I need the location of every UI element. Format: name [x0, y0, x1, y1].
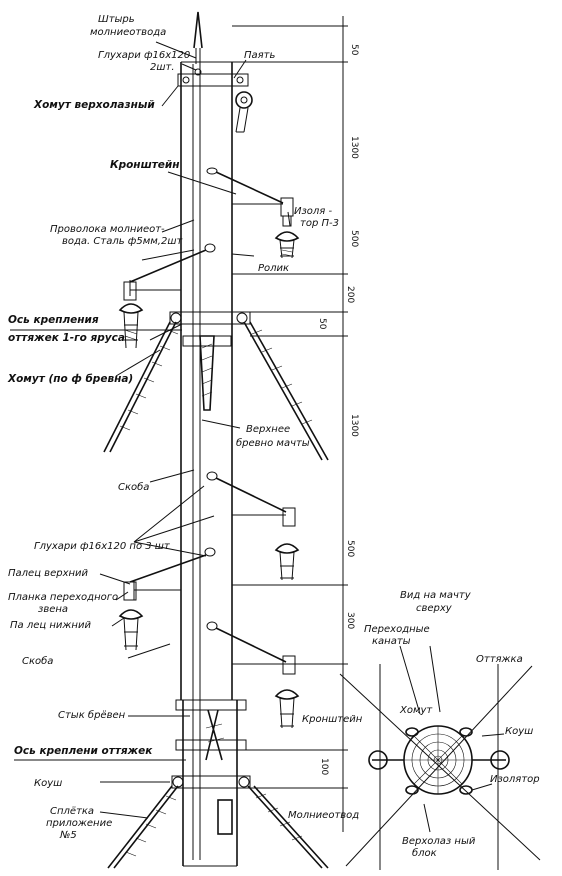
- dim-50-top: 50: [349, 44, 359, 56]
- label-wire-1: Проволока молниеот-: [50, 224, 165, 235]
- label-wire-2: вода. Сталь ф5мм,2шт: [62, 236, 184, 247]
- inset-ropes-1: Переходные: [364, 624, 430, 635]
- inset-top-block-1: Верхолаз ный: [402, 836, 476, 847]
- label-guy-axis-2: Ось креплени оттяжек: [14, 745, 153, 757]
- dim-200: 200: [345, 286, 355, 303]
- label-staple-2: Скоба: [22, 655, 53, 667]
- dimension-line: [232, 16, 348, 832]
- bracket-lower-right: [206, 621, 300, 729]
- label-roller: Ролик: [258, 263, 289, 274]
- label-bracket-2: Кронштейн: [302, 714, 363, 725]
- label-bracket: Кронштейн: [110, 159, 180, 171]
- dim-500-top: 500: [349, 230, 359, 247]
- label-upper-log-1: Верхнее: [246, 424, 290, 435]
- label-bolts-top-2: 2шт.: [150, 62, 175, 73]
- bracket-middle-left: [118, 547, 216, 651]
- label-lightning-rod: Штырь: [98, 14, 135, 25]
- label-staple-1: Скоба: [118, 481, 149, 493]
- dim-1300-mid: 1300: [349, 414, 359, 437]
- top-view-inset: Вид на мачту сверху Переходные канаты От…: [339, 590, 541, 870]
- dim-1300-top: 1300: [349, 136, 359, 159]
- inset-clamp: Хомут: [399, 705, 433, 716]
- label-splice-2: приложение: [46, 818, 112, 829]
- label-log-joint: Стык брёвен: [58, 709, 126, 721]
- guy-clamp-tier2: [107, 775, 329, 869]
- bracket-upper-right: [206, 167, 294, 217]
- climbing-clamp: [177, 68, 253, 133]
- log-joint: [175, 699, 247, 761]
- label-upper-log-2: бревно мачты: [236, 437, 310, 449]
- label-solder: Паять: [244, 50, 275, 61]
- inset-ropes-2: канаты: [372, 636, 411, 647]
- label-insulator-2: тор П-3: [300, 218, 339, 229]
- inset-title-1: Вид на мачту: [400, 590, 472, 601]
- label-lightning-rod-2: молниеотвода: [90, 27, 166, 38]
- label-thimble: Коуш: [34, 778, 62, 789]
- label-insulator: Изоля -: [294, 206, 333, 217]
- insulator-upper-right: [274, 215, 300, 259]
- label-guy-axis-1a: Ось крепления: [8, 314, 99, 326]
- label-clamp-climb: Хомут верхолазный: [33, 99, 155, 111]
- mast-log: [180, 11, 238, 867]
- dim-500-mid: 500: [345, 540, 355, 557]
- bracket-upper-left: [118, 243, 216, 349]
- label-clamp-log: Хомут (по ф бревна): [7, 373, 133, 385]
- bracket-middle-right: [206, 471, 300, 581]
- label-plate-1: Планка переходного: [8, 592, 118, 603]
- dim-50-mid: 50: [317, 318, 327, 330]
- main-labels: Штырь молниеотвода Паять Глухари ф16х120…: [7, 14, 363, 841]
- label-guy-axis-1b: оттяжек 1-го яруса: [8, 332, 125, 344]
- label-bolts-top: Глухари ф16х120: [98, 50, 190, 61]
- label-splice-3: №5: [59, 830, 77, 841]
- inset-top-block-2: блок: [412, 847, 437, 859]
- inset-guy: Оттяжка: [476, 654, 523, 665]
- label-splice-1: Сплётка: [50, 806, 94, 817]
- axis-lines: [10, 329, 186, 761]
- guy-ropes-tier1: [103, 321, 329, 461]
- label-finger-top: Палец верхний: [8, 568, 89, 579]
- label-bolts-3: Глухари ф16х120 по 3 шт: [34, 541, 171, 552]
- guy-clamp-tier1: [169, 311, 251, 347]
- dimension-values: 50 1300 500 200 50 1300 500 300 100: [317, 44, 359, 775]
- label-plate-2: звена: [38, 604, 68, 615]
- dim-100: 100: [319, 758, 329, 775]
- dim-300: 300: [345, 612, 355, 629]
- inset-insulator: Изолятор: [490, 774, 540, 785]
- label-lightning: Молниеотвод: [288, 810, 359, 821]
- inset-thimble: Коуш: [505, 726, 533, 737]
- label-finger-bottom: Па лец нижний: [10, 620, 91, 631]
- inset-title-2: сверху: [416, 603, 453, 614]
- leader-lines: [99, 41, 291, 819]
